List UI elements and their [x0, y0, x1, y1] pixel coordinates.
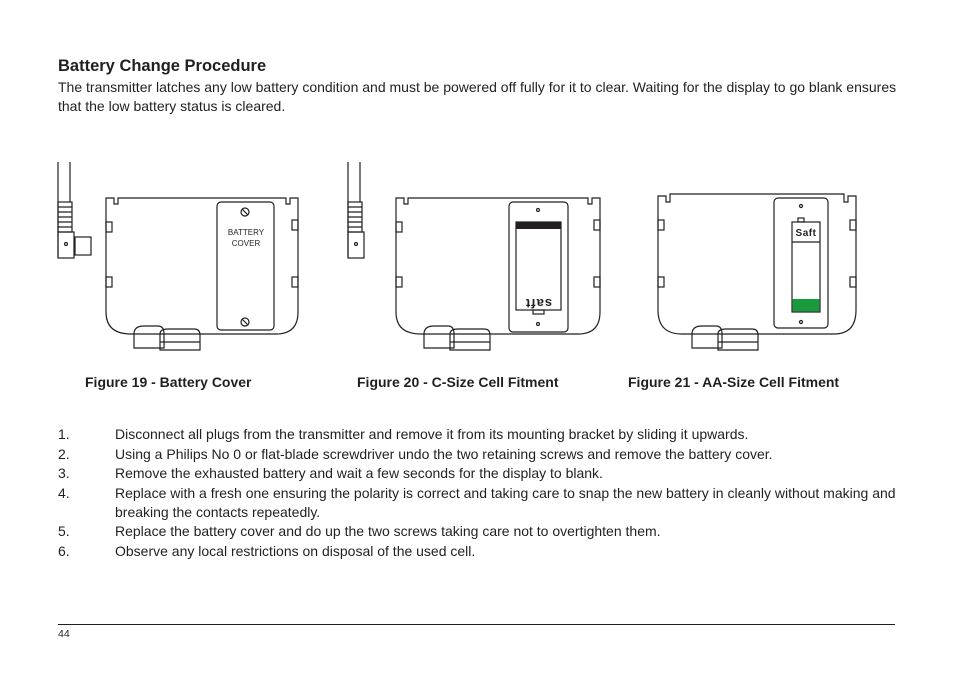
- step-number: 6.: [58, 542, 70, 559]
- cover-label-line1: BATTERY: [228, 228, 265, 237]
- list-item: 4. Replace with a fresh one ensuring the …: [58, 484, 898, 522]
- step-number: 4.: [58, 484, 70, 501]
- cover-label-line2: COVER: [232, 239, 261, 248]
- c-cell-top-band: [516, 222, 561, 229]
- transmitter-illustration: saft: [347, 162, 601, 351]
- list-item: 6. Observe any local restrictions on disp…: [58, 542, 898, 561]
- step-number: 1.: [58, 426, 70, 442]
- c-cell-brand: saft: [525, 296, 552, 311]
- step-number: 3.: [58, 465, 70, 481]
- transmitter-illustration: BATTERY COVER: [57, 162, 299, 351]
- list-item: 3. Remove the exhausted battery and wait …: [58, 464, 898, 483]
- figure-20-caption: Figure 20 - C-Size Cell Fitment: [357, 374, 559, 390]
- figure-19-caption: Figure 19 - Battery Cover: [85, 374, 252, 390]
- step-text: Disconnect all plugs from the transmitte…: [115, 426, 749, 442]
- transmitter-illustration: Saft: [657, 193, 857, 351]
- step-text: Replace with a fresh one ensuring the po…: [115, 484, 896, 520]
- figure-21-caption: Figure 21 - AA-Size Cell Fitment: [628, 374, 840, 390]
- step-number: 2.: [58, 445, 70, 462]
- aa-cell-band: [792, 299, 820, 312]
- page-number: 44: [58, 628, 70, 640]
- figure-19-battery-cover: BATTERY COVER: [56, 162, 306, 357]
- intro-paragraph: The transmitter latches any low battery …: [58, 79, 897, 114]
- section-heading: Battery Change Procedure: [58, 57, 267, 75]
- list-item: 1. Disconnect all plugs from the transmit…: [58, 425, 898, 444]
- list-item: 2. Using a Philips No 0 or flat-blade scr…: [58, 445, 898, 464]
- figure-21-aa-cell: Saft: [654, 162, 864, 357]
- step-text: Using a Philips No 0 or flat-blade screw…: [115, 445, 773, 462]
- aa-cell-brand: Saft: [796, 228, 817, 239]
- step-text: Remove the exhausted battery and wait a …: [115, 465, 603, 481]
- step-text: Replace the battery cover and do up the …: [115, 523, 661, 539]
- figure-20-c-cell: saft: [346, 162, 606, 357]
- list-item: 5. Replace the battery cover and do up th…: [58, 522, 898, 541]
- step-text: Observe any local restrictions on dispos…: [115, 542, 476, 559]
- procedure-steps: 1. Disconnect all plugs from the transmit…: [58, 425, 898, 561]
- footer-divider: [58, 624, 895, 625]
- step-number: 5.: [58, 523, 70, 539]
